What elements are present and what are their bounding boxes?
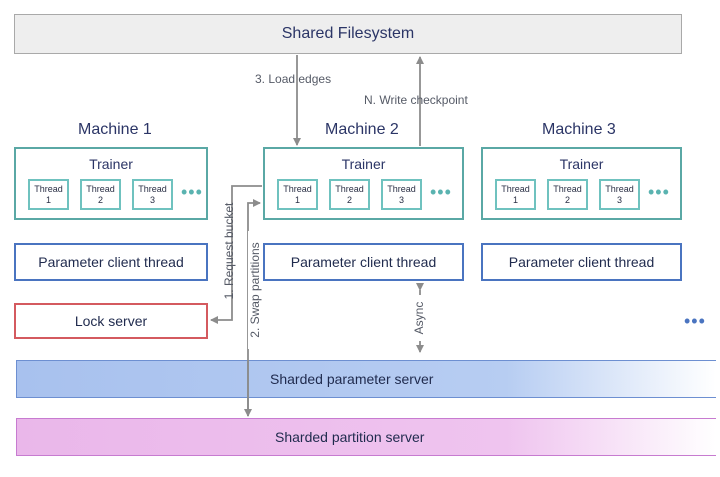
machine-1-title: Machine 1 — [78, 121, 152, 138]
more-machines-ellipsis: ••• — [684, 311, 706, 331]
trainer-label: Trainer — [559, 156, 604, 172]
machine-2-parameter-client: Parameter client thread — [263, 243, 464, 281]
sharded-parameter-server: Sharded parameter server — [16, 360, 716, 398]
request-bucket-arrow — [210, 185, 262, 324]
load-edges-label: 3. Load edges — [255, 72, 332, 86]
swap-partitions-label: 2. Swap partitions — [248, 231, 262, 349]
machine-1-parameter-client: Parameter client thread — [14, 243, 208, 281]
lock-server-box: Lock server — [14, 303, 208, 339]
trainer-label: Trainer — [89, 156, 133, 172]
async-label: Async — [412, 295, 426, 341]
more-threads-ellipsis: ••• — [648, 182, 670, 202]
machine-3-parameter-client: Parameter client thread — [481, 243, 682, 281]
machine-3-title: Machine 3 — [542, 121, 616, 138]
sharded-partition-server: Sharded partition server — [16, 418, 716, 456]
more-threads-ellipsis: ••• — [430, 182, 452, 202]
write-checkpoint-label: N. Write checkpoint — [364, 93, 468, 107]
shared-filesystem-box: Shared Filesystem — [14, 14, 682, 54]
shared-filesystem-label: Shared Filesystem — [281, 25, 415, 42]
machine-2-title: Machine 2 — [325, 121, 399, 138]
trainer-label: Trainer — [341, 156, 386, 172]
more-threads-ellipsis: ••• — [181, 182, 203, 202]
request-bucket-label: 1. Request bucket — [222, 202, 236, 300]
